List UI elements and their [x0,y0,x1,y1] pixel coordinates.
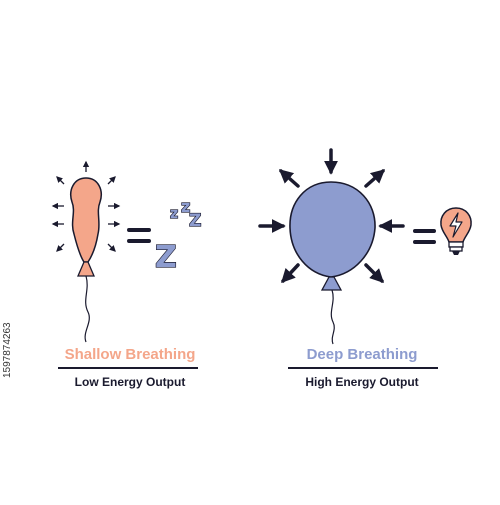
deep-equals-icon [413,229,436,244]
shallow-divider [58,367,198,369]
zzz-letter: Z [155,240,177,275]
zzz-letter: Z [189,211,201,231]
deep-balloon-group [258,148,405,345]
deep-balloon-string [330,289,335,345]
zzz-letter: z [181,197,190,216]
shallow-breathing-subtitle: Low Energy Output [74,375,186,389]
deep-breathing-subtitle: High Energy Output [305,375,419,389]
shallow-balloon-group [51,160,121,343]
sleep-zzz-icon: z z Z Z [154,196,202,275]
lightning-bolt-icon [449,212,463,238]
shallow-equals-icon [127,228,151,243]
deep-balloon [289,181,376,278]
shallow-balloon-string [84,275,90,343]
stock-id-watermark: 1597874263 [2,322,13,378]
deep-inflow-arrows-icon [258,148,405,284]
zzz-letter: z [170,206,178,222]
deep-breathing-title: Deep Breathing [306,346,418,363]
shallow-balloon [70,177,102,263]
shallow-breathing-title: Shallow Breathing [64,346,196,363]
deep-balloon-knot [320,276,343,291]
shallow-balloon-knot [77,261,95,277]
lightbulb-energy-icon [440,207,472,255]
shallow-inflow-arrows-icon [51,160,121,252]
deep-divider [288,367,438,369]
